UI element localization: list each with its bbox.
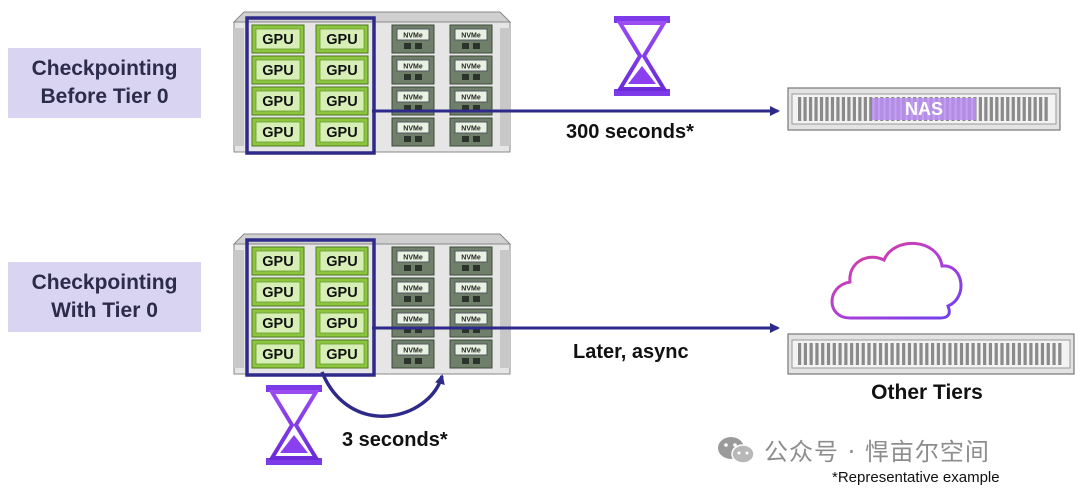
nvme-drive: NVMe [391,117,435,147]
gpu-label: GPU [326,285,357,301]
gpu-card: GPU [251,277,305,307]
watermark-text: 公众号 · 悍亩尔空间 [764,438,990,466]
gpu-label: GPU [262,32,293,48]
gpu-card: GPU [251,308,305,338]
nvme-drive: NVMe [449,246,493,276]
nvme-drive: NVMe [391,55,435,85]
other-tiers-storage-device [787,333,1075,375]
gpu-label: GPU [326,125,357,141]
nvme-drive: NVMe [449,339,493,369]
gpu-card: GPU [315,117,369,147]
gpu-card: GPU [315,246,369,276]
label-with-tier0-line1: Checkpointing [31,271,178,294]
footnote: *Representative example [832,469,1000,486]
arrow-label-300-seconds: 300 seconds* [566,121,694,143]
gpu-label: GPU [326,347,357,363]
label-before-tier0-line1: Checkpointing [31,57,178,80]
gpu-card: GPU [315,24,369,54]
gpu-label: GPU [326,32,357,48]
nvme-drive: NVMe [449,308,493,338]
gpu-card: GPU [251,246,305,276]
label-before-tier0: Checkpointing Before Tier 0 [8,48,201,118]
gpu-label: GPU [262,316,293,332]
nvme-drive: NVMe [391,24,435,54]
nas-badge [872,98,976,120]
nvme-drive: NVMe [391,308,435,338]
gpu-label: GPU [326,94,357,110]
nvme-label: NVMe [461,64,481,71]
nvme-label: NVMe [403,255,423,262]
nvme-label: NVMe [461,286,481,293]
nvme-label: NVMe [461,348,481,355]
watermark: 公众号 · 悍亩尔空间 [716,432,990,467]
arrow-gpu-to-nvme [320,371,445,418]
gpu-label: GPU [326,63,357,79]
gpu-card: GPU [251,339,305,369]
other-tiers-label: Other Tiers [871,381,983,404]
gpu-label: GPU [262,63,293,79]
nas-label: NAS [905,99,943,119]
nvme-drive: NVMe [391,246,435,276]
gpu-card: GPU [315,308,369,338]
arrow-label-later-async: Later, async [573,341,689,363]
gpu-label: GPU [326,316,357,332]
gpu-group-outline [245,238,376,377]
gpu-label: GPU [262,285,293,301]
nvme-drive: NVMe [449,24,493,54]
nvme-label: NVMe [403,348,423,355]
gpu-card: GPU [315,277,369,307]
nvme-label: NVMe [461,33,481,40]
hourglass-icon [266,385,322,465]
gpu-card: GPU [251,24,305,54]
gpu-label: GPU [326,254,357,270]
nvme-label: NVMe [403,286,423,293]
gpu-label: GPU [262,125,293,141]
nvme-label: NVMe [403,33,423,40]
nvme-drive: NVMe [449,117,493,147]
label-with-tier0-line2: With Tier 0 [51,299,158,322]
nvme-drive: NVMe [449,277,493,307]
nvme-label: NVMe [403,126,423,133]
nvme-label: NVMe [461,126,481,133]
gpu-label: GPU [262,94,293,110]
label-before-tier0-line2: Before Tier 0 [40,85,169,108]
nvme-label: NVMe [403,95,423,102]
nvme-drive: NVMe [449,55,493,85]
nvme-drive: NVMe [391,277,435,307]
gpu-card: GPU [315,55,369,85]
hourglass-icon [614,16,670,96]
gpu-card: GPU [251,55,305,85]
nvme-label: NVMe [461,95,481,102]
arrow-label-3-seconds: 3 seconds* [342,429,448,451]
label-with-tier0: Checkpointing With Tier 0 [8,262,201,332]
wechat-icon [718,436,755,464]
gpu-card: GPU [315,86,369,116]
nvme-label: NVMe [461,255,481,262]
nvme-drive: NVMe [391,339,435,369]
nvme-label: NVMe [461,317,481,324]
gpu-group-outline [245,16,376,155]
gpu-card: GPU [315,339,369,369]
gpu-label: GPU [262,347,293,363]
cloud-icon [830,242,963,320]
gpu-card: GPU [251,86,305,116]
gpu-card: GPU [251,117,305,147]
nvme-label: NVMe [403,64,423,71]
nvme-label: NVMe [403,317,423,324]
gpu-label: GPU [262,254,293,270]
